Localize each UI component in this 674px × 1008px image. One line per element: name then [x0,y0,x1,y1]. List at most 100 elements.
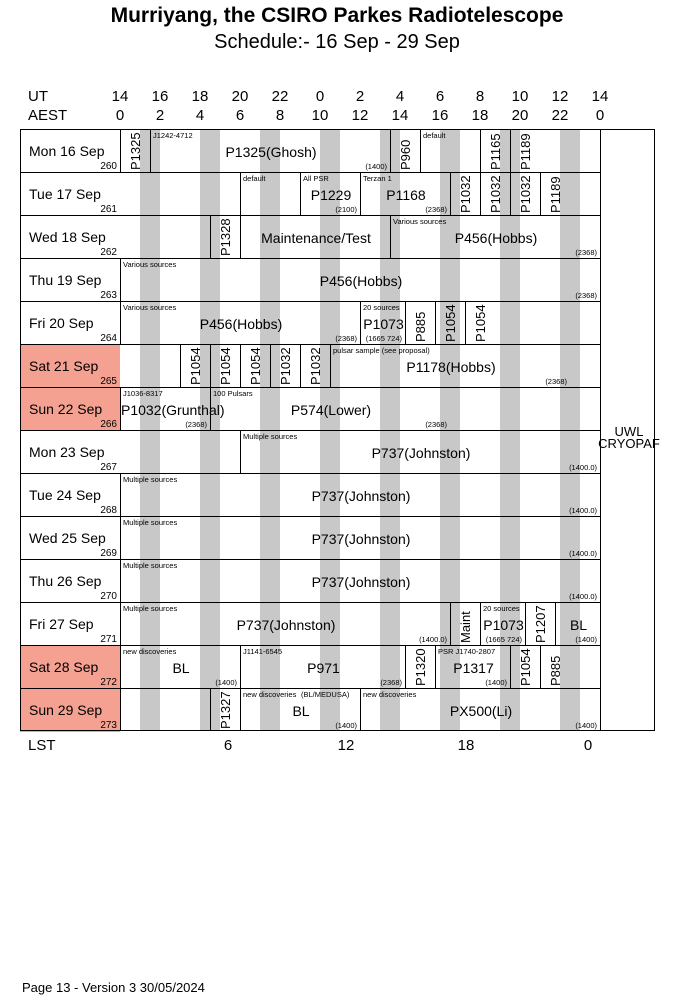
block-frequency: (1400) [485,678,507,687]
schedule-block: P885 [405,301,435,344]
block-label: P456(Hobbs) [319,273,403,289]
time-stripe [200,130,220,172]
schedule-block: BL(1400) [555,602,600,645]
time-stripe [560,130,580,172]
time-stripe [560,302,580,344]
time-stripe [380,474,400,516]
day-name: Wed 18 Sep [29,229,106,245]
time-stripe [500,431,520,473]
schedule-block: Maint [450,602,480,645]
time-stripe [200,173,220,215]
block-note: 20 sources [363,303,400,312]
block-note: default [423,131,446,140]
schedule-block: P1054 [510,645,540,688]
block-note: 100 Pulsars [213,389,253,398]
time-stripe [500,345,520,387]
time-stripe [140,302,160,344]
block-label: P1229 [310,187,352,203]
time-stripe [320,560,340,602]
block-note: PSR J1740-2807 [438,647,496,656]
time-stripe [200,259,220,301]
block-label: P1073 [363,316,404,332]
ut-tick: 8 [475,88,485,105]
day-name: Tue 24 Sep [29,487,101,503]
time-stripe [380,345,400,387]
time-stripe [320,216,340,258]
block-note-secondary: (BL/MEDUSA) [301,690,350,699]
aest-tick: 8 [275,107,285,124]
page-subtitle: Schedule:- 16 Sep - 29 Sep [214,31,460,53]
block-frequency: (2368) [185,420,207,429]
block-label: P737(Johnston) [311,574,411,590]
block-frequency: (1400) [215,678,237,687]
block-note: new discoveries [363,690,417,699]
day-name: Thu 19 Sep [29,272,102,288]
block-label: P1073 [483,617,524,633]
time-stripe [260,173,280,215]
aest-tick: 0 [115,107,125,124]
time-stripe [560,388,580,430]
time-stripe [500,388,520,430]
time-stripe [320,603,340,645]
time-stripe [260,216,280,258]
schedule-block: P1320 [405,645,435,688]
block-frequency: (2100) [335,205,357,214]
time-stripe [320,259,340,301]
aest-tick: 14 [391,107,409,124]
day-of-year: 270 [100,591,117,602]
time-stripe [500,474,520,516]
ut-tick: 10 [511,88,529,105]
block-note: Various sources [123,260,177,269]
time-stripe [560,259,580,301]
time-stripe [200,474,220,516]
block-frequency: (2368) [425,205,447,214]
time-stripe [380,603,400,645]
day-of-year: 261 [100,204,117,215]
schedule-block: P1327 [210,688,240,731]
time-stripe [440,216,460,258]
time-stripe [140,646,160,688]
aest-tick: 20 [511,107,529,124]
time-stripe [440,259,460,301]
block-note: 20 sources [483,604,520,613]
time-stripe [500,517,520,559]
time-stripe [260,646,280,688]
time-stripe [560,474,580,516]
time-stripe [200,302,220,344]
time-stripe [560,646,580,688]
time-stripe [260,259,280,301]
day-name: Sat 28 Sep [29,659,99,675]
schedule-block: P1032 [300,344,330,387]
time-stripe [560,689,580,731]
schedule-block: default [240,172,300,215]
time-stripe [380,431,400,473]
time-stripe [260,560,280,602]
block-frequency: (1665 724) [365,334,402,343]
block-frequency: (1400.0) [569,549,597,558]
time-stripe [440,474,460,516]
block-label: P1317 [453,660,494,676]
day-name: Sun 29 Sep [29,702,103,718]
time-stripe [380,388,400,430]
schedule-block: P1207 [525,602,555,645]
receiver-uwl: UWL [614,424,644,439]
day-of-year: 269 [100,548,117,559]
day-name: Fri 20 Sep [29,315,94,331]
day-of-year: 266 [100,419,117,430]
